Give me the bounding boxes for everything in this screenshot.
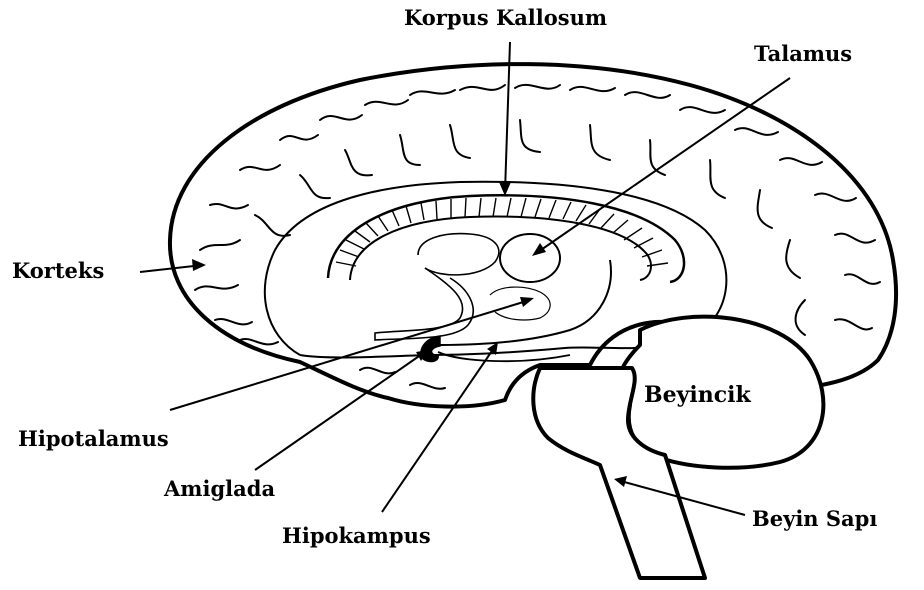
label-amiglada: Amiglada [164, 478, 275, 499]
label-beyin-sapi: Beyin Sapı [752, 508, 877, 529]
label-korpus-kallosum: Korpus Kallosum [404, 7, 607, 28]
thalamus [500, 234, 560, 282]
label-korteks: Korteks [12, 260, 104, 281]
label-hipotalamus: Hipotalamus [18, 428, 169, 449]
label-talamus: Talamus [754, 43, 852, 64]
label-beyincik: Beyincik [644, 384, 751, 406]
label-hipokampus: Hipokampus [282, 525, 431, 546]
